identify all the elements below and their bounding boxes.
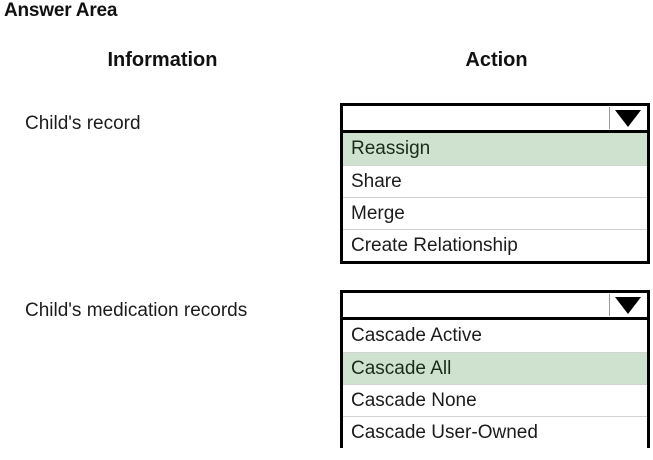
option-item-cascade-user-owned[interactable]: Cascade User-Owned [343, 416, 647, 448]
combobox-childs-record[interactable] [340, 103, 650, 133]
option-item-cascade-all[interactable]: Cascade All [343, 352, 647, 384]
page-title: Answer Area [4, 0, 118, 21]
option-item-share[interactable]: Share [343, 165, 647, 197]
chevron-down-icon[interactable] [615, 296, 641, 314]
option-item-reassign[interactable]: Reassign [343, 133, 647, 165]
row-label-childs-record: Child's record [25, 113, 141, 134]
option-item-merge[interactable]: Merge [343, 197, 647, 229]
chevron-down-icon[interactable] [615, 109, 641, 127]
column-header-information: Information [107, 49, 218, 71]
column-header-action: Action [465, 49, 528, 71]
option-list-childs-medication-records: Cascade Active Cascade All Cascade None … [340, 320, 650, 448]
dropdown-childs-medication-records: Cascade Active Cascade All Cascade None … [340, 290, 650, 448]
combobox-childs-medication-records[interactable] [340, 290, 650, 320]
row-label-childs-medication-records: Child's medication records [25, 300, 248, 321]
combobox-separator [609, 107, 610, 129]
combobox-separator [609, 294, 610, 316]
option-item-cascade-none[interactable]: Cascade None [343, 384, 647, 416]
option-item-cascade-active[interactable]: Cascade Active [351, 325, 482, 346]
dropdown-childs-record: Reassign Share Merge Create Relationship [340, 103, 650, 264]
option-item-create-relationship[interactable]: Create Relationship [343, 229, 647, 261]
option-list-childs-record: Reassign Share Merge Create Relationship [340, 133, 650, 264]
